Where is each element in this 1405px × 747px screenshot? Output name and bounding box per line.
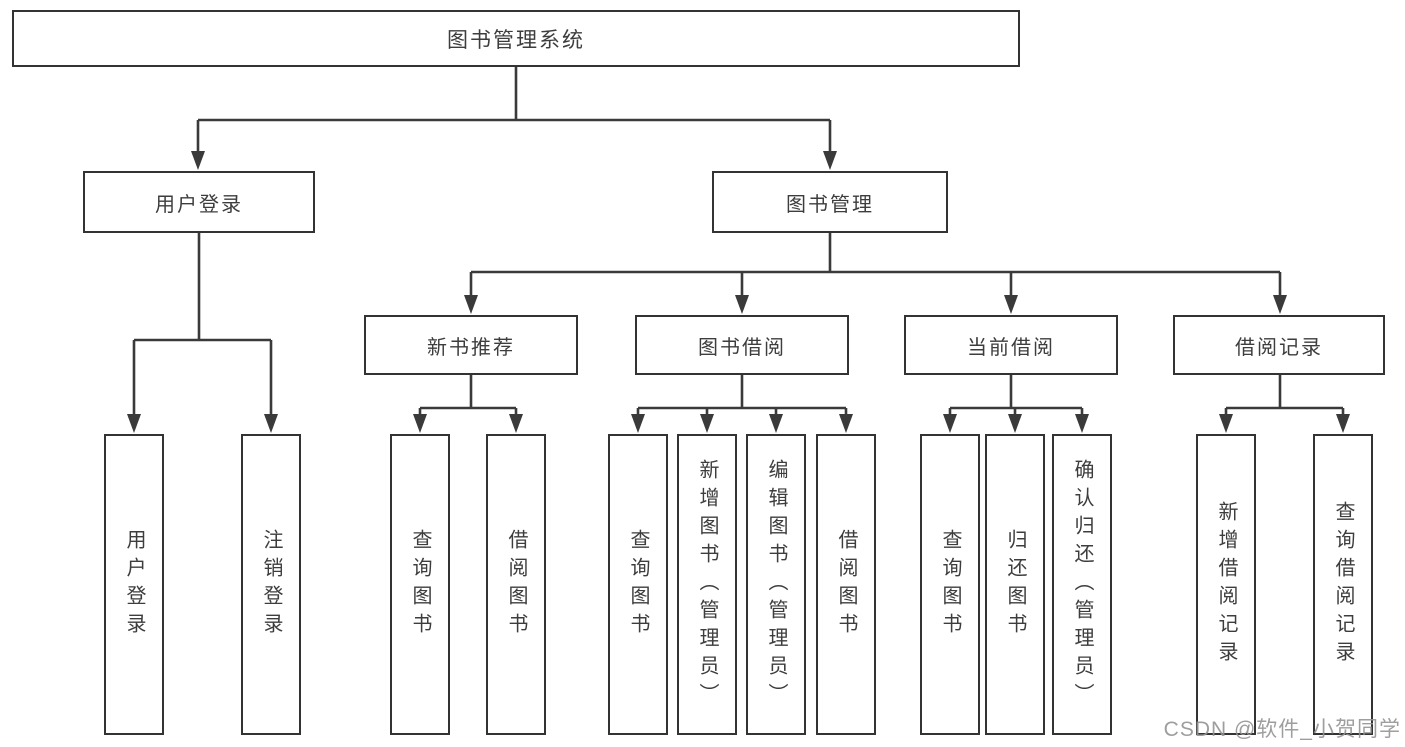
node-label: 查询图书 [939, 528, 961, 641]
leaf-add-books-admin: 新增图书（管理员） [677, 434, 737, 735]
node-label: 查询图书 [627, 528, 649, 641]
node-label: 归还图书 [1004, 528, 1026, 641]
csdn-watermark: CSDN @软件_小贺同学 [1163, 718, 1401, 741]
leaf-user-login: 用户登录 [104, 434, 164, 735]
node-label: 新书推荐 [427, 336, 515, 359]
leaf-query-borrow-record: 查询借阅记录 [1313, 434, 1373, 735]
node-label: 图书管理 [786, 193, 874, 216]
node-label: 当前借阅 [967, 336, 1055, 359]
leaf-query-books-current: 查询图书 [920, 434, 980, 735]
node-library-management-system: 图书管理系统 [12, 10, 1020, 67]
node-label: 查询借阅记录 [1332, 500, 1354, 669]
node-current-borrowing: 当前借阅 [904, 315, 1118, 375]
node-label: 用户登录 [155, 193, 243, 216]
leaf-borrow-books-recommend: 借阅图书 [486, 434, 546, 735]
leaf-add-borrow-record: 新增借阅记录 [1196, 434, 1256, 735]
leaf-borrow-books: 借阅图书 [816, 434, 876, 735]
node-label: 借阅记录 [1235, 336, 1323, 359]
node-label: 用户登录 [123, 528, 145, 641]
leaf-logout: 注销登录 [241, 434, 301, 735]
node-user-login-branch: 用户登录 [83, 171, 315, 233]
node-label: 编辑图书（管理员） [765, 458, 787, 711]
leaf-query-books-recommend: 查询图书 [390, 434, 450, 735]
node-label: 查询图书 [409, 528, 431, 641]
node-label: 新增借阅记录 [1215, 500, 1237, 669]
node-borrowing-records: 借阅记录 [1173, 315, 1385, 375]
leaf-return-books: 归还图书 [985, 434, 1045, 735]
node-new-book-recommendation: 新书推荐 [364, 315, 578, 375]
node-label: 新增图书（管理员） [696, 458, 718, 711]
node-label: 图书管理系统 [447, 28, 585, 52]
leaf-edit-books-admin: 编辑图书（管理员） [746, 434, 806, 735]
node-label: 图书借阅 [698, 336, 786, 359]
node-label: 借阅图书 [505, 528, 527, 641]
node-label: 注销登录 [260, 528, 282, 641]
node-label: 借阅图书 [835, 528, 857, 641]
leaf-confirm-return-admin: 确认归还（管理员） [1052, 434, 1112, 735]
node-book-borrowing: 图书借阅 [635, 315, 849, 375]
node-book-management: 图书管理 [712, 171, 948, 233]
node-label: 确认归还（管理员） [1071, 458, 1093, 711]
leaf-query-books-borrowing: 查询图书 [608, 434, 668, 735]
